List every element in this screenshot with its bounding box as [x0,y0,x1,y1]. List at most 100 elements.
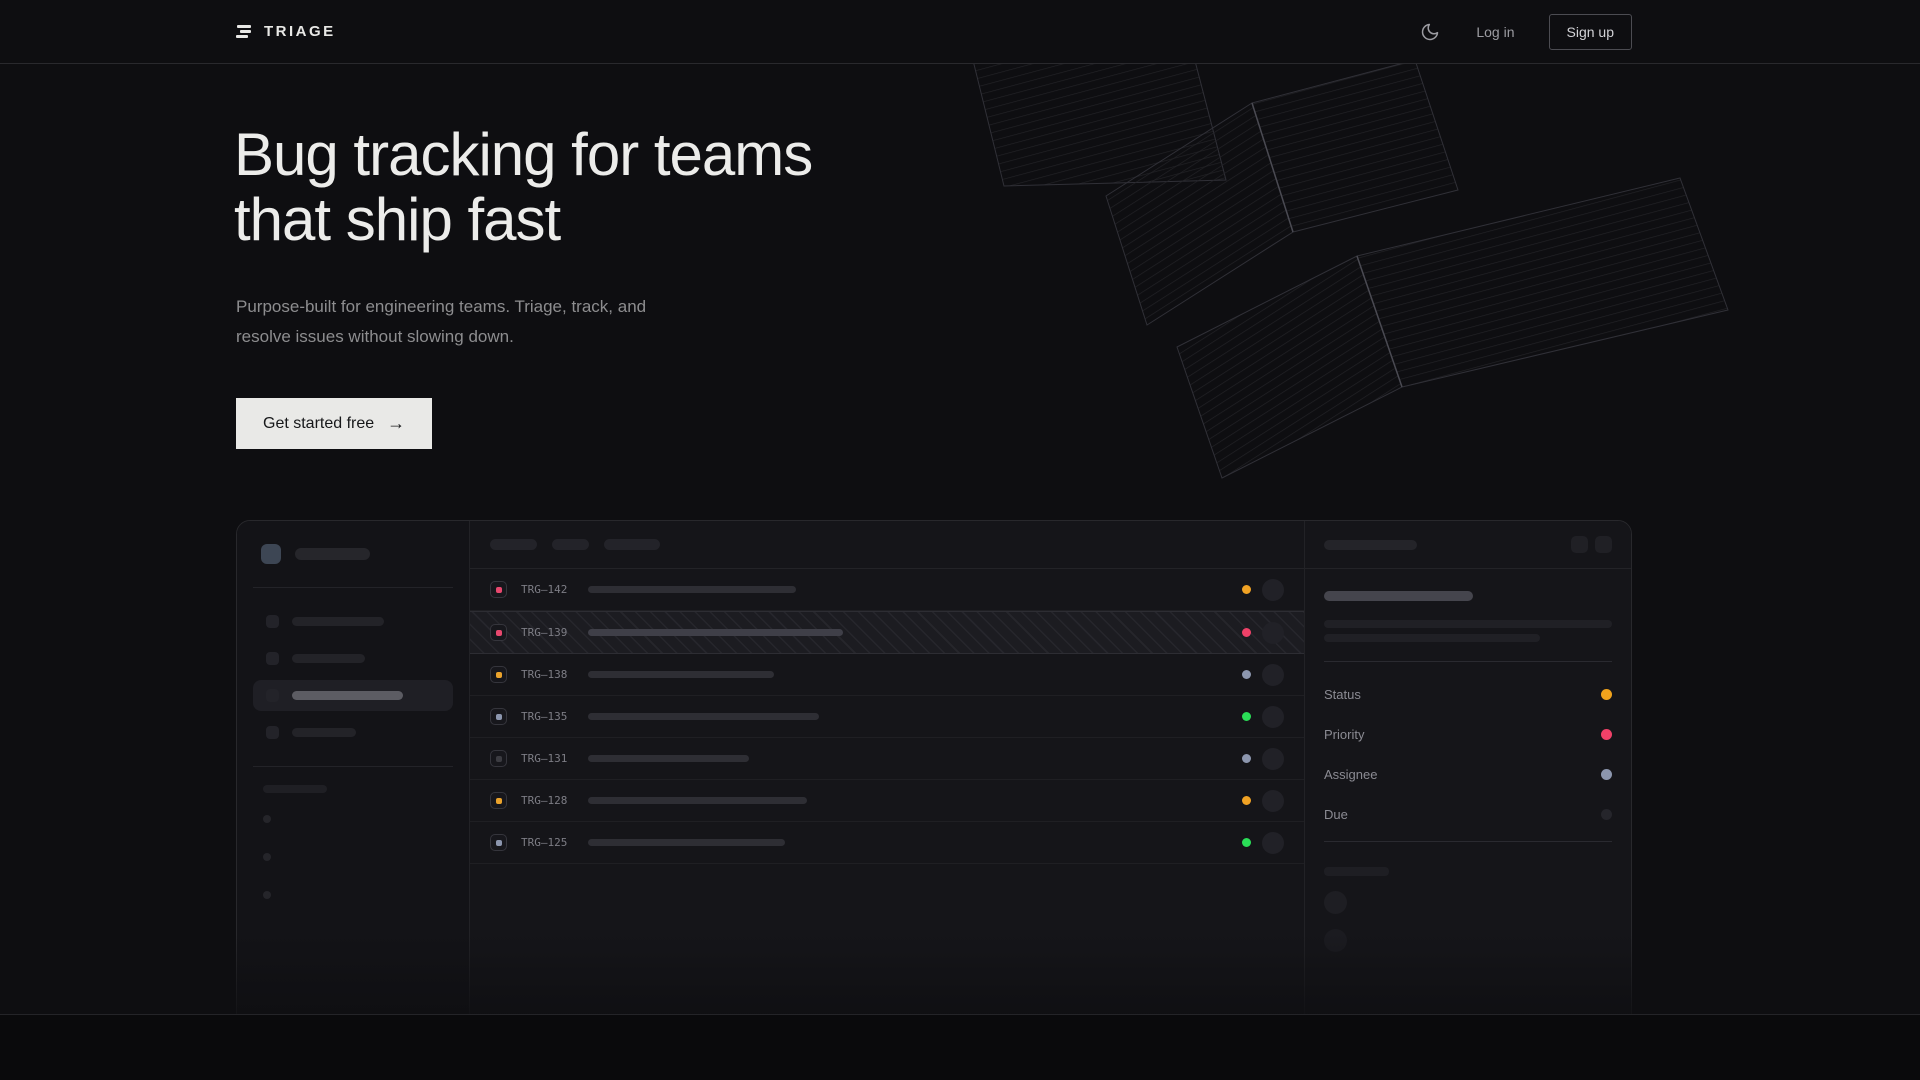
footer-band [0,1014,1920,1080]
assignee-avatar [1262,663,1284,686]
priority-value-dot [1601,729,1612,740]
description-skeleton [1324,634,1540,642]
property-label: Due [1324,807,1348,822]
assignee-avatar [1262,831,1284,854]
mockup-sidebar [237,521,470,1014]
comment-avatar [1324,891,1347,914]
top-navbar: TRIAGE Log in Sign up [0,0,1920,64]
issue-row[interactable]: TRG–135 [470,696,1304,738]
issue-title-skeleton [588,797,807,804]
theme-toggle-moon-icon[interactable] [1420,21,1442,43]
issue-type-icon [490,750,507,767]
issue-title-skeleton [588,755,749,762]
sidebar-nav-item-1[interactable] [253,606,453,637]
sidebar-nav-item-3-active[interactable] [253,680,453,711]
property-label: Status [1324,687,1361,702]
hero-heading-line2: that ship fast [234,186,561,253]
due-value-dot [1601,809,1612,820]
status-dot [1242,585,1251,594]
brand-name: TRIAGE [264,23,336,40]
property-row-assignee[interactable]: Assignee [1324,767,1612,782]
issue-row[interactable]: TRG–128 [470,780,1304,822]
issue-row[interactable]: TRG–131 [470,738,1304,780]
property-row-status[interactable]: Status [1324,687,1612,702]
detail-title-skeleton [1324,539,1417,550]
status-dot [1242,670,1251,679]
issue-row[interactable]: TRG–125 [470,822,1304,864]
app-mockup-card: TRG–142 TRG–139 TRG–138 [236,520,1632,1014]
nav-item-icon [266,652,279,665]
status-dot [1242,838,1251,847]
description-skeleton [1324,620,1612,628]
issue-id: TRG–128 [521,794,568,807]
issue-row-selected[interactable]: TRG–139 [470,611,1304,654]
hero-heading: Bug tracking for teams that ship fast [234,122,813,253]
issue-type-icon [490,708,507,725]
nav-item-skeleton [292,617,384,626]
property-row-priority[interactable]: Priority [1324,727,1612,742]
issue-type-icon [490,666,507,683]
issue-detail-panel: Status Priority Assignee Due [1305,521,1631,1014]
tab-skeleton [604,539,660,550]
assignee-avatar [1262,621,1284,644]
issue-id: TRG–125 [521,836,568,849]
nav-item-skeleton [292,654,365,663]
issue-title-skeleton [588,839,785,846]
issue-id: TRG–142 [521,583,568,596]
assignee-avatar [1262,578,1284,601]
detail-panel-header [1305,521,1631,569]
issue-id: TRG–139 [521,626,568,639]
issue-type-icon [490,581,507,598]
issue-list-panel: TRG–142 TRG–139 TRG–138 [470,521,1305,1014]
assignee-avatar [1262,789,1284,812]
status-value-dot [1601,689,1612,700]
activity-label-skeleton [1324,867,1389,876]
issue-title-skeleton [588,713,819,720]
nav-item-icon [266,726,279,739]
issue-title-skeleton [588,671,774,678]
status-dot [1242,796,1251,805]
issue-title-skeleton [588,586,796,593]
login-link[interactable]: Log in [1476,23,1515,40]
issue-id: TRG–135 [521,710,568,723]
divider [1324,661,1612,662]
tab-skeleton [490,539,537,550]
hero-subtitle: Purpose-built for engineering teams. Tri… [236,297,647,346]
issue-type-icon [490,624,507,641]
triage-bars-icon [236,25,252,38]
sidebar-bullet [263,891,271,899]
sidebar-nav-item-2[interactable] [253,643,453,674]
issue-title-skeleton [588,629,843,636]
nav-item-icon [266,615,279,628]
tab-skeleton [552,539,589,550]
property-row-due[interactable]: Due [1324,807,1612,822]
divider [1324,841,1612,842]
issue-id: TRG–131 [521,752,568,765]
nav-item-icon [266,689,279,702]
status-dot [1242,754,1251,763]
sidebar-nav-item-4[interactable] [253,717,453,748]
comment-avatar [1324,929,1347,952]
panel-action-icon[interactable] [1571,536,1588,553]
issue-list-header [470,521,1304,569]
issue-row[interactable]: TRG–138 [470,654,1304,696]
signup-button[interactable]: Sign up [1548,13,1632,50]
workspace-avatar [261,544,281,564]
property-label: Priority [1324,727,1365,742]
arrow-right-icon: → [387,413,406,433]
workspace-name-skeleton [295,548,370,560]
issue-title-skeleton [1324,591,1473,601]
assignee-avatar [1262,747,1284,770]
status-dot [1242,628,1251,637]
panel-action-icon[interactable] [1595,536,1612,553]
workspace-switcher[interactable] [237,539,469,569]
assignee-value-dot [1601,769,1612,780]
divider [253,587,453,588]
brand-logo[interactable]: TRIAGE [236,23,336,40]
sidebar-bullet [263,815,271,823]
nav-item-skeleton [292,728,356,737]
issue-row[interactable]: TRG–142 [470,569,1304,611]
get-started-button[interactable]: Get started free → [236,398,433,449]
nav-item-skeleton [292,691,403,700]
issue-type-icon [490,834,507,851]
